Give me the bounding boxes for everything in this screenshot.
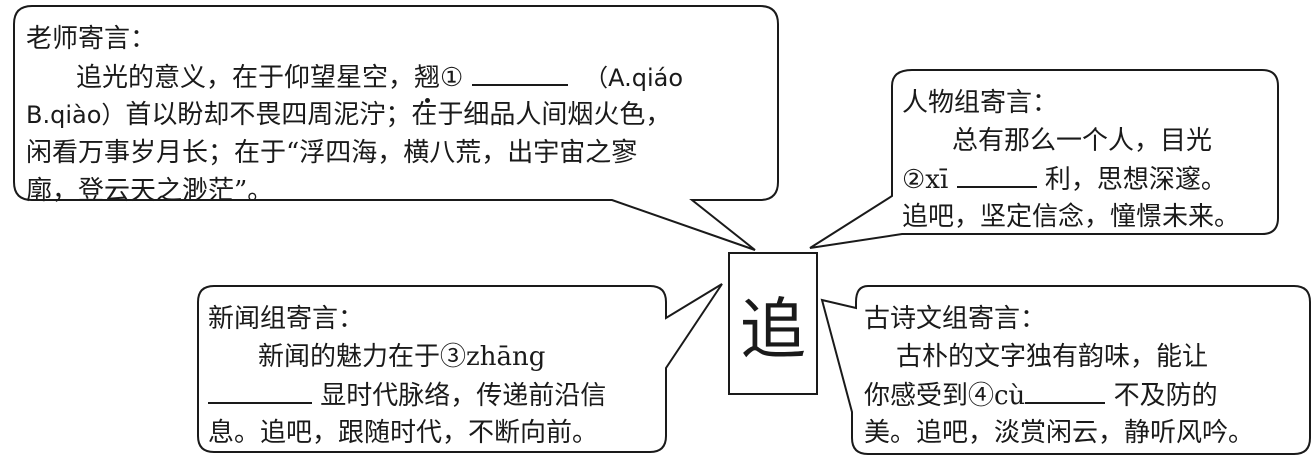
center-character: 追 bbox=[728, 252, 818, 395]
teacher-bubble-outline bbox=[13, 5, 779, 251]
teacher-line-3: 闲看万事岁月长；在于“浮四海，横八荒，出宇宙之寥 bbox=[26, 138, 638, 168]
poetry-line-1: 古朴的文字独有韵味，能让 bbox=[864, 338, 1254, 376]
poetry-line-3: 美。追吧，淡赏闲云，静听风吟。 bbox=[864, 418, 1255, 448]
poetry-line-2-pre: 你感受到④cù bbox=[864, 381, 1026, 411]
option-a: （A.qiáo bbox=[584, 64, 684, 92]
character-bubble-outline bbox=[809, 69, 1279, 249]
character-line-2: ②xī 利，思想深邃。 bbox=[902, 160, 1240, 198]
news-line-1-text: 新闻的魅力在于③zhāng bbox=[258, 342, 546, 372]
answer-blank-1[interactable] bbox=[471, 58, 568, 86]
answer-blank-3[interactable] bbox=[208, 376, 312, 404]
news-message: 新闻组寄言： 新闻的魅力在于③zhāng 显时代脉络，传递前沿信 息。追吧，跟随… bbox=[208, 300, 606, 452]
teacher-message: 老师寄言： 追光的意义，在于仰望星空，翘① （A.qiáo B.qiào）首以盼… bbox=[26, 20, 683, 210]
teacher-line-1: 追光的意义，在于仰望星空，翘① （A.qiáo bbox=[26, 58, 684, 103]
answer-blank-4[interactable] bbox=[1025, 376, 1106, 404]
teacher-line-4: 廓，登云天之渺茫”。 bbox=[26, 176, 274, 206]
option-b: B.qiào） bbox=[26, 101, 126, 129]
poetry-bubble-outline bbox=[820, 285, 1311, 455]
character-line-1-text: 总有那么一个人，目光 bbox=[952, 126, 1213, 156]
character-line-3: 追吧，坚定信念，憧憬未来。 bbox=[902, 202, 1241, 232]
emphasis-dot-char: 翘 bbox=[414, 59, 440, 103]
poetry-line-1-text: 古朴的文字独有韵味，能让 bbox=[896, 342, 1209, 372]
news-line-3: 息。追吧，跟随时代，不断向前。 bbox=[208, 418, 599, 448]
news-bubble-outline bbox=[197, 283, 723, 453]
character-title: 人物组寄言： bbox=[902, 88, 1059, 118]
character-line-1: 总有那么一个人，目光 bbox=[902, 122, 1240, 160]
news-line-2: 显时代脉络，传递前沿信 bbox=[208, 376, 606, 414]
news-title: 新闻组寄言： bbox=[208, 304, 365, 334]
poetry-title: 古诗文组寄言： bbox=[864, 304, 1047, 334]
teacher-title: 老师寄言： bbox=[26, 24, 157, 54]
blank-marker-1: ① bbox=[440, 63, 464, 93]
character-message: 人物组寄言： 总有那么一个人，目光 ②xī 利，思想深邃。 追吧，坚定信念，憧憬… bbox=[902, 84, 1240, 236]
poetry-line-2: 你感受到④cù 不及防的 bbox=[864, 376, 1254, 414]
poetry-message: 古诗文组寄言： 古朴的文字独有韵味，能让 你感受到④cù 不及防的 美。追吧，淡… bbox=[864, 300, 1254, 452]
character-line-2-pre: ②xī bbox=[902, 165, 949, 195]
answer-blank-2[interactable] bbox=[956, 160, 1037, 188]
news-line-1: 新闻的魅力在于③zhāng bbox=[208, 338, 606, 376]
teacher-line-2-text: 首以盼却不畏四周泥泞；在于细品人间烟火色， bbox=[125, 100, 672, 130]
poetry-line-2-post: 不及防的 bbox=[1113, 381, 1218, 411]
character-line-2-post: 利，思想深邃。 bbox=[1044, 165, 1227, 195]
news-line-2-text: 显时代脉络，传递前沿信 bbox=[320, 381, 607, 411]
teacher-line-1-text: 追光的意义，在于仰望星空， bbox=[76, 63, 415, 93]
teacher-line-2: B.qiào）首以盼却不畏四周泥泞；在于细品人间烟火色， bbox=[26, 96, 683, 134]
